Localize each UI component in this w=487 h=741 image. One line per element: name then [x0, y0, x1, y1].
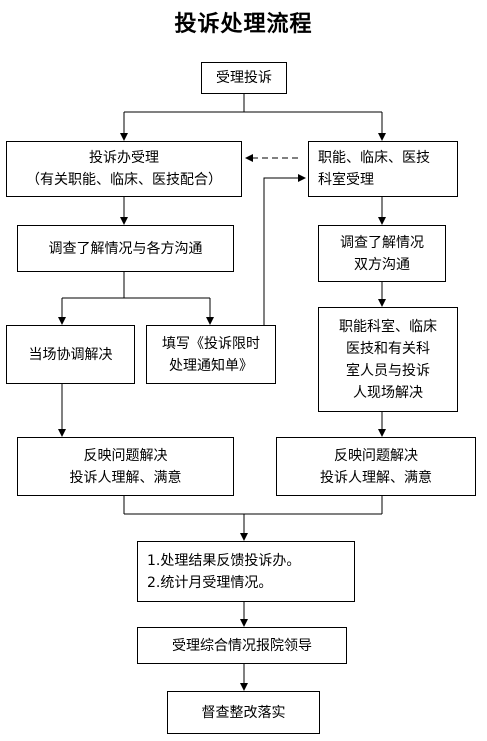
node-form-line1: 填写《投诉限时 [162, 335, 260, 352]
node-dept-line2: 科室受理 [318, 172, 374, 188]
node-joint-line4: 人现场解决 [353, 384, 423, 401]
node-office-line2: （有关职能、临床、医技配合） [26, 172, 222, 188]
node-feedback-left-line2: 投诉人理解、满意 [69, 469, 182, 486]
node-feedback-right-line2: 投诉人理解、满意 [320, 469, 432, 486]
node-feedback-left: 反映问题解决 投诉人理解、满意 [17, 437, 234, 496]
arrow-form-to-dept [263, 174, 306, 332]
node-feedback-right-line1: 反映问题解决 [334, 447, 418, 464]
page-title: 投诉处理流程 [174, 11, 313, 37]
node-fill-form: 填写《投诉限时 处理通知单》 [146, 325, 276, 384]
node-investigate-label: 调查了解情况与各方沟通 [48, 240, 203, 257]
node-onsite-label: 当场协调解决 [28, 346, 113, 363]
node-joint-line1: 职能科室、临床 [339, 318, 437, 335]
node-summary-label: 受理综合情况报院领导 [172, 637, 312, 654]
node-report-line1: 1.处理结果反馈投诉办。 [147, 552, 301, 569]
node-dept-investigate-line2: 双方沟通 [354, 256, 410, 273]
node-dept-investigate: 调查了解情况 双方沟通 [318, 225, 446, 282]
node-report: 1.处理结果反馈投诉办。 2.统计月受理情况。 [137, 541, 355, 602]
node-supervise-label: 督查整改落实 [201, 704, 286, 721]
node-dept-line1: 职能、临床、医技 [318, 150, 430, 166]
node-accept-label: 受理投诉 [216, 70, 272, 86]
node-feedback-right: 反映问题解决 投诉人理解、满意 [276, 437, 476, 496]
node-investigate: 调查了解情况与各方沟通 [17, 225, 234, 272]
node-office-line1: 投诉办受理 [89, 150, 159, 166]
node-form-line2: 处理通知单》 [169, 357, 253, 374]
node-onsite: 当场协调解决 [6, 325, 135, 384]
node-office-accept: 投诉办受理 （有关职能、临床、医技配合） [6, 141, 242, 197]
node-joint-line3: 室人员与投诉 [346, 362, 430, 379]
node-accept-complaint: 受理投诉 [201, 62, 287, 94]
node-report-line2: 2.统计月受理情况。 [147, 574, 273, 591]
node-joint-line2: 医技和有关科 [346, 340, 430, 357]
node-dept-investigate-line1: 调查了解情况 [340, 234, 424, 251]
node-feedback-left-line1: 反映问题解决 [83, 447, 168, 464]
node-summary: 受理综合情况报院领导 [137, 627, 347, 664]
node-supervise: 督查整改落实 [167, 691, 320, 734]
node-joint-resolve: 职能科室、临床 医技和有关科 室人员与投诉 人现场解决 [318, 307, 458, 412]
node-dept-accept: 职能、临床、医技 科室受理 [308, 141, 458, 197]
